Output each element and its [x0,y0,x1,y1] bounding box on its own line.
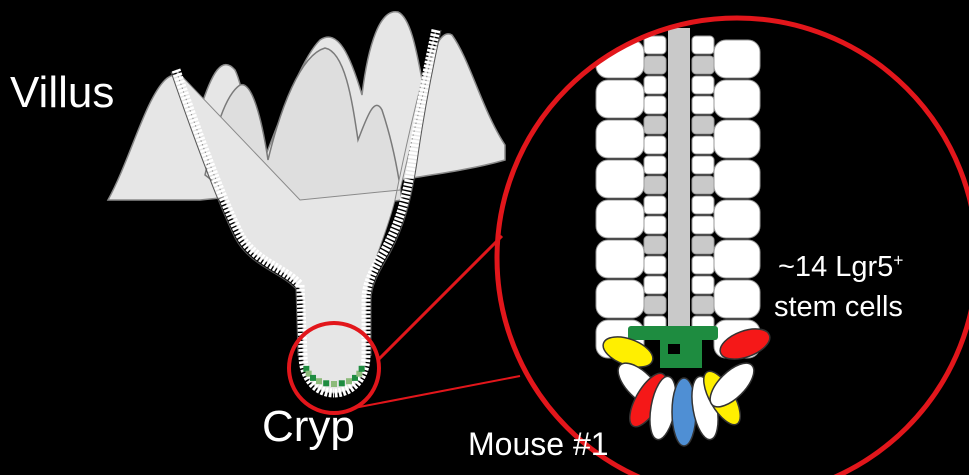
villus-tissue [108,12,505,393]
epithelial-cell [644,296,666,314]
epithelial-cell [714,200,760,238]
epithelial-cell [714,40,760,78]
epithelial-cell [692,76,714,94]
epithelial-cell [714,160,760,198]
green-stem-band [628,326,718,340]
stem-label-superscript: + [893,250,903,270]
epithelial-cell [692,196,714,214]
stem-gap [668,344,680,354]
epithelial-cell [692,96,714,114]
epithelial-cell [596,80,644,118]
epithelial-cell [644,196,666,214]
epithelial-cell [692,296,714,314]
epithelial-cell [644,176,666,194]
epithelial-cell [644,216,666,234]
epithelial-cell [644,56,666,74]
epithelial-cell [714,80,760,118]
stem-label-line1: ~14 Lgr5+ [774,247,903,287]
epithelial-cell [644,236,666,254]
epithelial-cell [644,76,666,94]
crypt-lumen [668,28,690,338]
epithelial-cell [644,116,666,134]
villus-label: Villus [10,68,114,118]
epithelial-cell [644,256,666,274]
epithelial-cell [692,116,714,134]
crypt-base-cell [323,380,329,386]
epithelial-cell [692,176,714,194]
epithelial-cell [714,280,760,318]
epithelial-cell [596,120,644,158]
epithelial-cell [692,136,714,154]
epithelial-cell [644,36,666,54]
epithelial-cell [714,120,760,158]
epithelial-cell [644,156,666,174]
crypt-label: Cryp [262,402,355,452]
epithelial-cell [692,156,714,174]
epithelial-cell [692,56,714,74]
crypt-base-cell [310,375,316,381]
epithelial-cell [596,160,644,198]
epithelial-cell [644,136,666,154]
magnified-crypt [596,28,774,446]
epithelial-cell [692,276,714,294]
epithelial-cell [644,96,666,114]
stem-label-prefix: ~14 Lgr5 [778,251,893,283]
epithelial-cell [714,240,760,278]
epithelial-cell [596,200,644,238]
epithelial-cell [692,216,714,234]
mouse-label: Mouse #1 [468,426,609,463]
epithelial-cell [596,240,644,278]
stem-label-line2: stem cells [774,287,903,327]
green-stem-core [660,340,702,368]
crypt-base-cell [316,378,322,384]
crypt-base-cell [331,381,337,387]
zoom-connector-top [378,236,502,360]
crypt-base-cell [359,366,365,372]
stem-cell-count-label: ~14 Lgr5+ stem cells [774,247,903,327]
epithelial-cell [644,276,666,294]
epithelial-cell [692,236,714,254]
epithelial-cell [692,256,714,274]
epithelial-cell [596,280,644,318]
epithelial-cell [692,36,714,54]
crypt-base-cell [346,378,352,384]
crypt-base-cell [339,380,345,386]
